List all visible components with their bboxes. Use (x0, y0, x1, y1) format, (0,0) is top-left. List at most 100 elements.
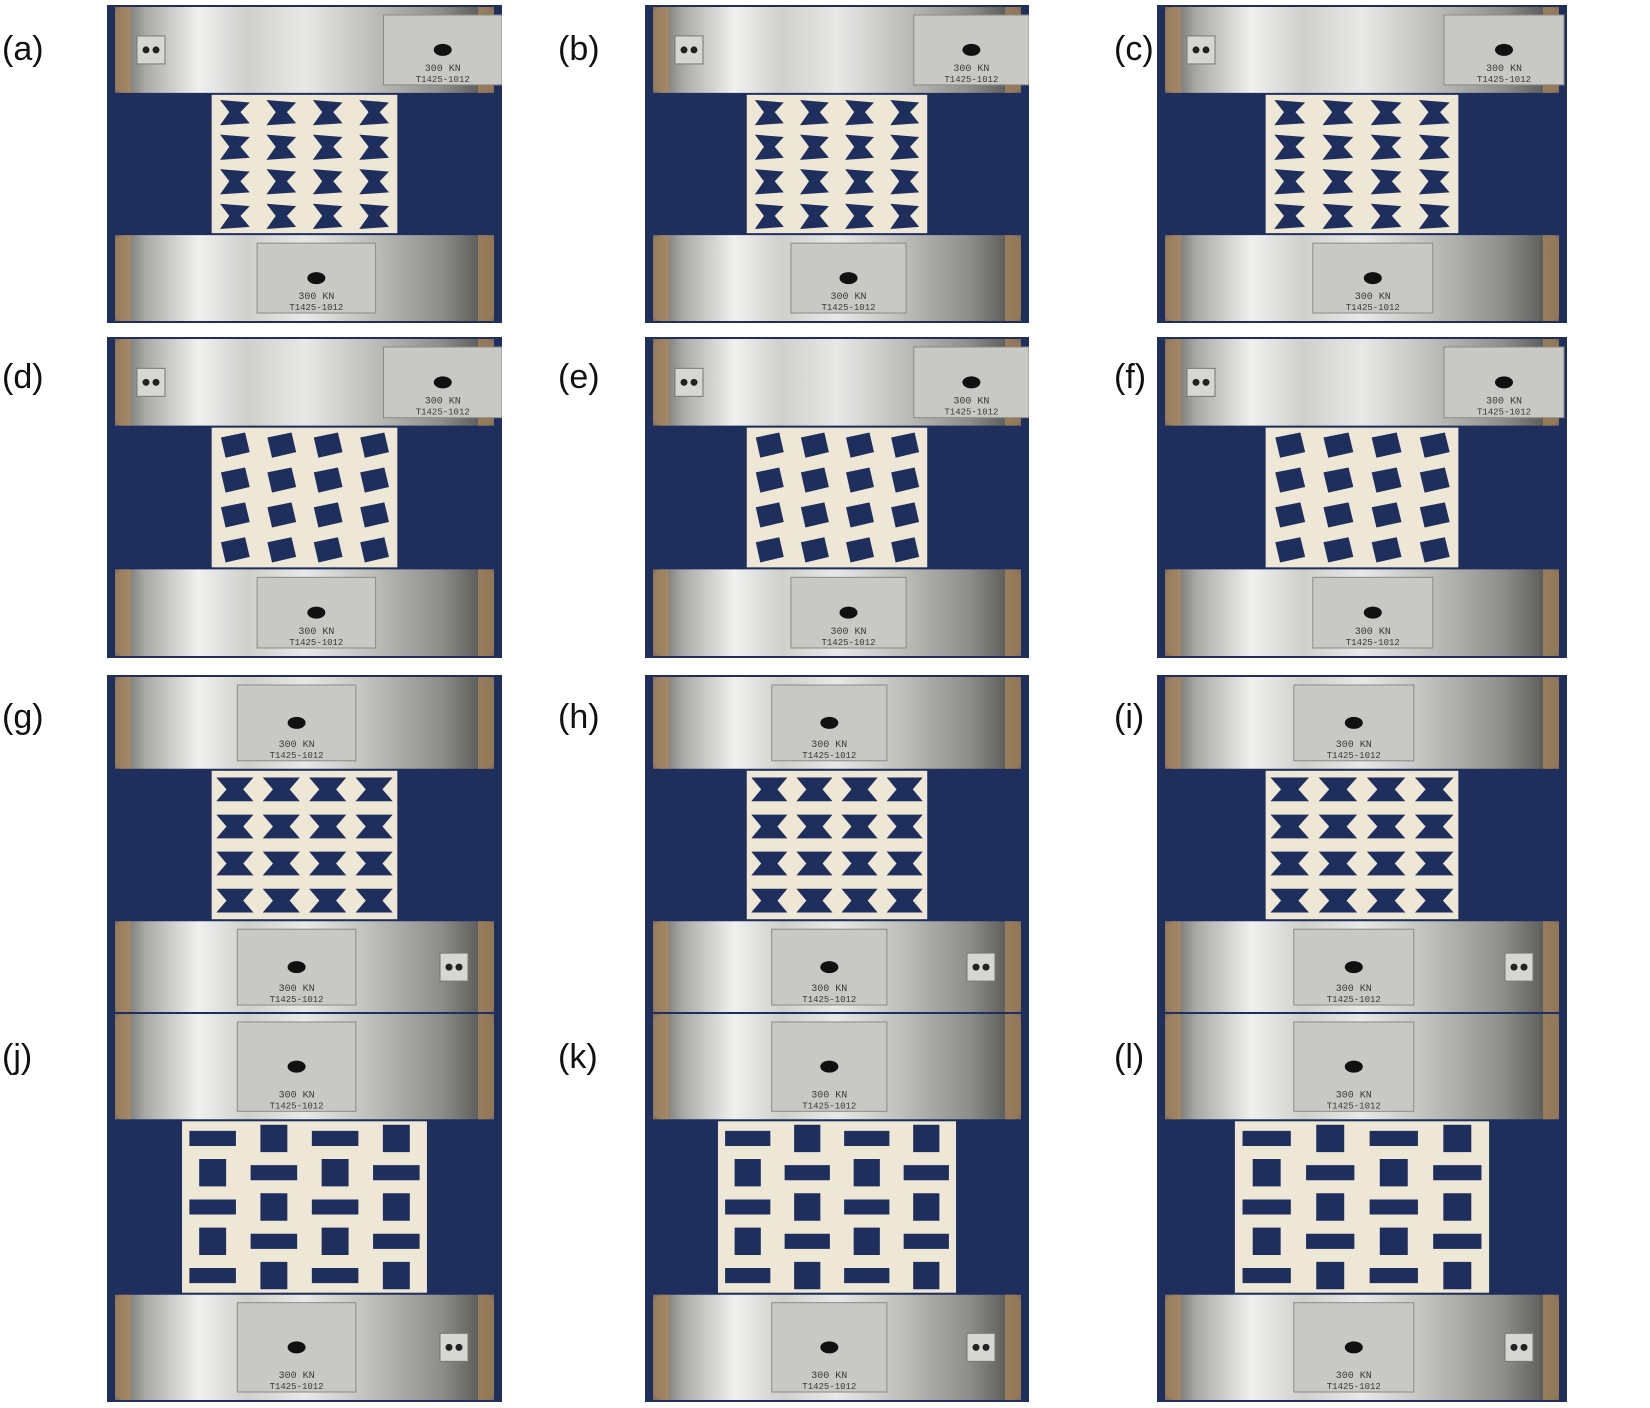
lattice-cell (1414, 777, 1454, 802)
svg-text:300 KN: 300 KN (953, 397, 989, 408)
svg-text:300 KN: 300 KN (1486, 64, 1522, 75)
lattice-cell (321, 1159, 349, 1187)
svg-text:300 KN: 300 KN (425, 397, 461, 408)
lattice-cell (845, 203, 874, 229)
lattice-cell (846, 537, 874, 563)
lattice-cell (216, 888, 254, 913)
svg-text:300 KN: 300 KN (831, 292, 867, 303)
lattice-cell (220, 100, 250, 126)
svg-text:300 KN: 300 KN (298, 627, 334, 638)
lattice-cell (360, 502, 389, 528)
lattice-cell (355, 888, 393, 913)
panel-label: (b) (558, 30, 600, 68)
svg-text:T1425-1012: T1425-1012 (1327, 751, 1381, 761)
lattice-specimen (717, 1121, 957, 1293)
lattice-specimen (1234, 1121, 1490, 1293)
lattice-cell (913, 1124, 940, 1153)
lattice-cell (846, 467, 874, 493)
lattice-cell (1371, 467, 1402, 493)
svg-text:T1425-1012: T1425-1012 (1477, 408, 1531, 418)
lattice-cell (754, 169, 784, 195)
lattice-cell (382, 1124, 410, 1153)
lattice-cell (913, 1193, 940, 1221)
lattice-cell (755, 432, 784, 458)
lattice-cell (844, 1199, 890, 1215)
lattice-specimen (1265, 770, 1459, 920)
lattice-cell (800, 134, 829, 160)
lattice-cell (1418, 134, 1450, 160)
svg-text:300 KN: 300 KN (279, 984, 315, 995)
lattice-cell (189, 1268, 236, 1284)
lattice-cell (1433, 1233, 1482, 1249)
lattice-cell (891, 502, 920, 528)
lattice-cell (262, 777, 300, 802)
lattice-cell (312, 169, 343, 195)
svg-text:300 KN: 300 KN (1336, 740, 1372, 751)
lattice-cell (266, 100, 297, 126)
lattice-cell (734, 1159, 761, 1187)
lattice-cell (1242, 1199, 1291, 1215)
lattice-cell (1306, 1165, 1355, 1181)
lattice-cell (250, 1233, 298, 1249)
lattice-cell (796, 888, 833, 913)
lattice-cell (725, 1199, 771, 1215)
svg-text:T1425-1012: T1425-1012 (1327, 995, 1381, 1005)
lattice-cell (1318, 814, 1358, 839)
lattice-cell (260, 1261, 288, 1290)
lattice-cell (800, 100, 829, 126)
lattice-cell (784, 1165, 830, 1181)
lattice-cell (841, 814, 878, 839)
lattice-cell (1370, 169, 1402, 195)
lattice-cell (220, 432, 250, 458)
svg-text:300 KN: 300 KN (831, 627, 867, 638)
lattice-specimen (211, 427, 398, 568)
lattice-cell (841, 777, 878, 802)
lattice-cell (216, 851, 254, 876)
lattice-cell (1322, 203, 1354, 229)
lattice-cell (266, 203, 297, 229)
panel-label: (e) (558, 358, 600, 396)
lattice-cell (1323, 502, 1354, 528)
svg-text:T1425-1012: T1425-1012 (289, 638, 343, 648)
svg-text:T1425-1012: T1425-1012 (416, 408, 470, 418)
lattice-cell (360, 537, 389, 563)
lattice-cell (1370, 134, 1402, 160)
lattice-cell (1419, 537, 1450, 563)
lattice-cell (1418, 169, 1450, 195)
svg-text:300 KN: 300 KN (279, 1371, 315, 1382)
lattice-cell (1274, 134, 1306, 160)
lattice-cell (751, 888, 788, 913)
lattice-cell (725, 1130, 771, 1146)
lattice-cell (725, 1268, 771, 1284)
lattice-cell (216, 814, 254, 839)
svg-text:T1425-1012: T1425-1012 (1346, 303, 1400, 313)
lattice-cell (1419, 502, 1450, 528)
lattice-cell (1274, 169, 1306, 195)
lattice-cell (309, 777, 347, 802)
svg-text:T1425-1012: T1425-1012 (416, 75, 470, 85)
lattice-cell (1318, 777, 1358, 802)
lattice-cell (841, 888, 878, 913)
lattice-cell (1379, 1159, 1408, 1187)
lattice-cell (312, 100, 343, 126)
lattice-cell (262, 851, 300, 876)
lattice-cell (359, 203, 389, 229)
svg-text:300 KN: 300 KN (279, 1090, 315, 1101)
